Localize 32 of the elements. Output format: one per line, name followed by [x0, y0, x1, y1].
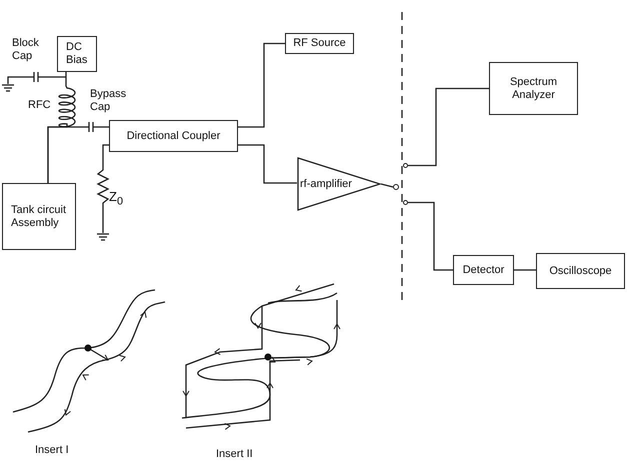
component-label: Block Cap — [12, 37, 40, 63]
switch-terminal — [393, 184, 399, 190]
directional-coupler-box — [109, 120, 238, 152]
amplifier-triangle — [297, 157, 381, 211]
node-label: Oscilloscope — [548, 264, 613, 278]
node-label: Detector — [462, 264, 506, 276]
detector-box — [453, 255, 514, 285]
wire — [408, 88, 489, 166]
switch-terminal — [403, 163, 408, 168]
insert-caption: Insert I — [35, 444, 69, 457]
wire — [514, 269, 536, 271]
node-label: Directional Coupler — [126, 130, 222, 142]
component-label: RFC — [28, 99, 51, 112]
tank-circuit-box — [2, 183, 76, 250]
wire — [238, 42, 285, 128]
wire — [47, 126, 110, 184]
node-label: rf-amplifier — [299, 178, 353, 190]
component-label: Bypass Cap — [90, 88, 128, 114]
wire — [238, 144, 297, 184]
node-label: Tank circuit Assembly — [10, 204, 68, 230]
wire — [380, 183, 394, 188]
insert-caption: Insert II — [216, 448, 253, 461]
switch-terminal — [403, 200, 408, 205]
node-label: RF Source — [292, 37, 347, 50]
dc-bias-box — [57, 36, 97, 72]
node-label: Spectrum Analyzer — [508, 76, 558, 102]
wire — [408, 202, 453, 271]
component-label: Z$_{0}$ — [109, 190, 123, 209]
node-label: DC Bias — [65, 41, 88, 67]
spectrum-analyzer-box — [489, 62, 578, 115]
oscilloscope-box — [536, 253, 625, 289]
rf-source-box — [285, 33, 354, 54]
